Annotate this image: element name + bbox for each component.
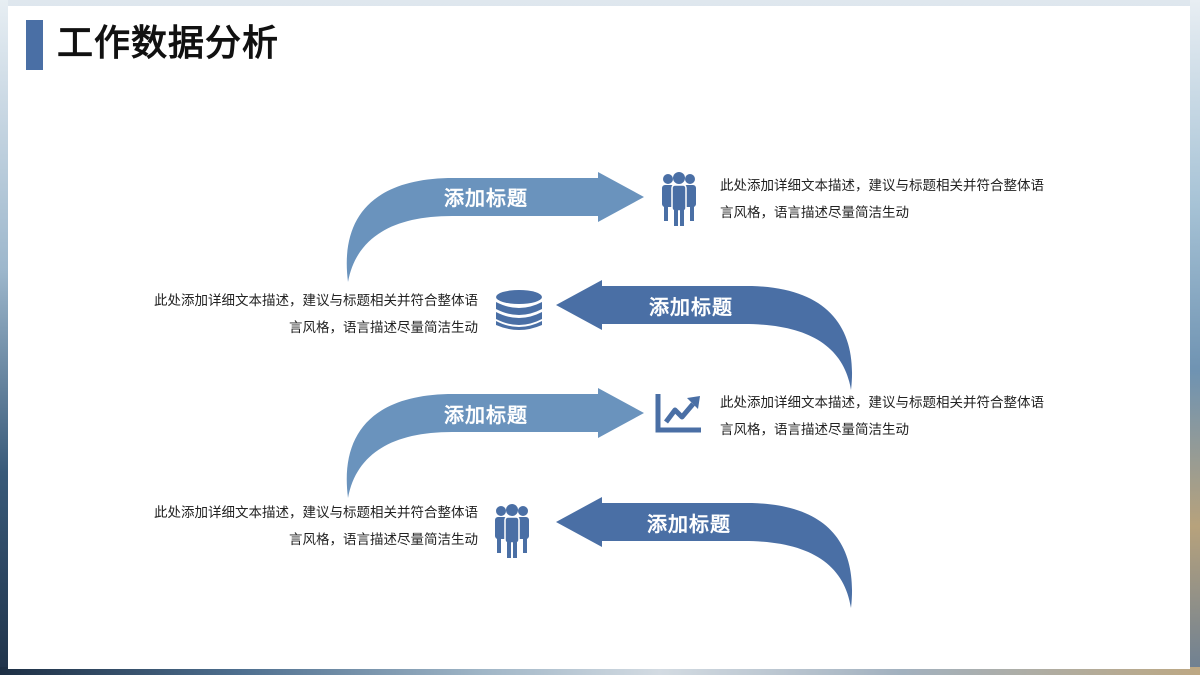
description-2-line1: 此处添加详细文本描述，建议与标题相关并符合整体语: [154, 293, 478, 309]
description-4: 此处添加详细文本描述，建议与标题相关并符合整体语 言风格，语言描述尽量简洁生动: [103, 500, 478, 554]
description-4-line2: 言风格，语言描述尽量简洁生动: [289, 532, 478, 548]
background-right-strip: [1190, 0, 1200, 675]
arrow-2: [556, 280, 853, 390]
arrow-4: [556, 497, 853, 608]
description-2: 此处添加详细文本描述，建议与标题相关并符合整体语 言风格，语言描述尽量简洁生动: [103, 288, 478, 342]
arrow-2-label: 添加标题: [649, 295, 733, 319]
arrow-3-label: 添加标题: [444, 403, 528, 427]
database-icon: [496, 290, 542, 330]
arrow-4-label: 添加标题: [647, 512, 731, 536]
page-title: 工作数据分析: [57, 23, 280, 64]
description-1: 此处添加详细文本描述，建议与标题相关并符合整体语 言风格，语言描述尽量简洁生动: [720, 173, 1095, 227]
arrow-1: [346, 172, 644, 282]
description-2-line2: 言风格，语言描述尽量简洁生动: [289, 320, 478, 336]
people-icon: [662, 172, 696, 226]
description-1-line2: 言风格，语言描述尽量简洁生动: [720, 205, 909, 221]
description-1-line1: 此处添加详细文本描述，建议与标题相关并符合整体语: [720, 178, 1044, 194]
slide-card: [8, 6, 1190, 669]
trend-chart-icon: [655, 394, 701, 433]
description-3: 此处添加详细文本描述，建议与标题相关并符合整体语 言风格，语言描述尽量简洁生动: [720, 390, 1095, 444]
arrow-3: [346, 388, 644, 498]
people-icon: [495, 504, 529, 558]
title-accent-bar: [26, 20, 43, 70]
background-left-strip: [0, 0, 8, 675]
description-3-line2: 言风格，语言描述尽量简洁生动: [720, 422, 909, 438]
description-4-line1: 此处添加详细文本描述，建议与标题相关并符合整体语: [154, 505, 478, 521]
background-bottom-strip: [0, 667, 1200, 675]
description-3-line1: 此处添加详细文本描述，建议与标题相关并符合整体语: [720, 395, 1044, 411]
arrow-1-label: 添加标题: [444, 186, 528, 210]
